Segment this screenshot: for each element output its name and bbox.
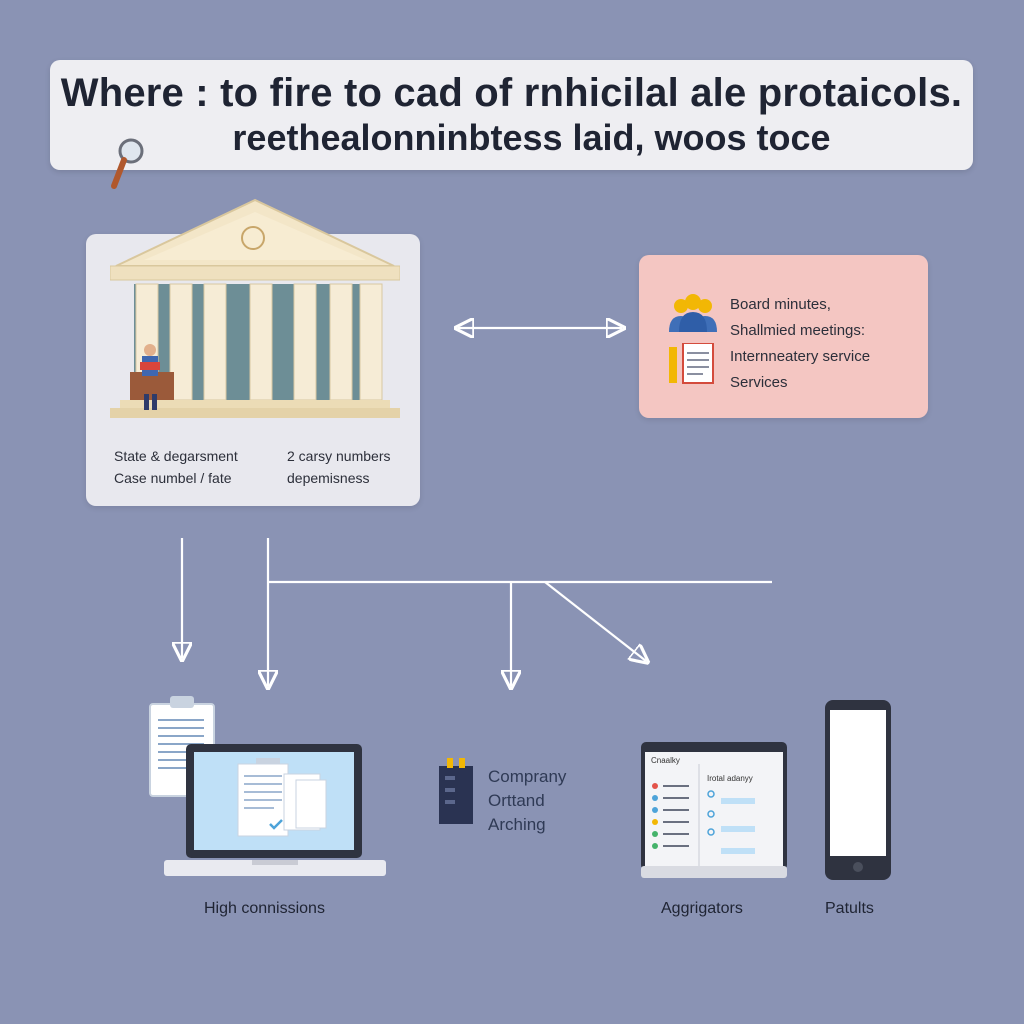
item-board-minutes: Board minutes, (730, 296, 831, 313)
caption-patults: Patults (825, 900, 874, 917)
title-line-2: reethealonninbtess laid, woos toce (232, 117, 831, 158)
magnifier-icon (111, 138, 144, 189)
server-icon (439, 758, 473, 824)
laptop-icon (164, 744, 386, 876)
title-line-1: Where : to fire to cad of rnhicilal ale … (60, 71, 963, 115)
document-icon (669, 343, 714, 384)
company-line-1: Comprany (488, 767, 567, 786)
item-services: Services (730, 374, 788, 391)
label-carsy-numbers: 2 carsy numbers (287, 448, 391, 464)
company-line-2: Orttand (488, 791, 545, 810)
item-meetings: Shallmied meetings: (730, 322, 866, 339)
meetings-card: Board minutes, Shallmied meetings: Inter… (639, 255, 928, 418)
tablet-device: Cnaalky Irotal adanyy (641, 742, 787, 880)
phone-icon (825, 700, 891, 880)
label-state-department: State & degarsment (114, 448, 238, 464)
item-service: Internneatery service (730, 348, 871, 365)
courthouse-icon (110, 198, 400, 418)
people-icon (669, 294, 717, 332)
caption-aggregators: Aggrigators (661, 900, 743, 917)
company-line-3: Arching (488, 815, 546, 834)
tablet-header-right: Irotal adanyy (707, 774, 753, 783)
label-case-number: Case numbel / fate (114, 470, 232, 486)
caption-high-commissions: High connissions (204, 900, 325, 917)
company-archive-label: Comprany Orttand Arching (488, 765, 566, 837)
tablet-header-left: Cnaalky (651, 756, 680, 765)
label-depemisness: depemisness (287, 470, 370, 486)
government-card: State & degarsment Case numbel / fate 2 … (86, 198, 420, 506)
tablet-icon (641, 742, 787, 878)
title-banner: Where : to fire to cad of rnhicilal ale … (50, 60, 973, 170)
